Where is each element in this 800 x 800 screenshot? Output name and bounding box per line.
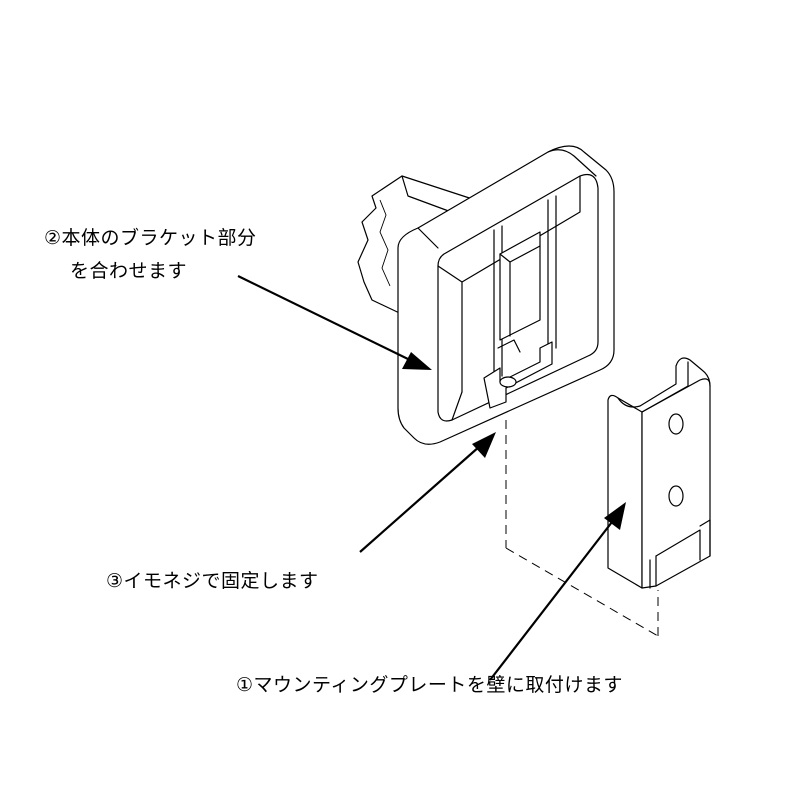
step2-label-line1: ②本体のブラケット部分 <box>44 227 257 249</box>
device-body <box>357 145 615 445</box>
mounting-plate <box>607 357 711 589</box>
arrow-step2 <box>237 275 411 361</box>
step3-label: ③イモネジで固定します <box>106 570 319 592</box>
set-screw <box>499 376 517 388</box>
mounting-plate-flange-left <box>607 394 643 589</box>
arrow-step3 <box>359 445 481 553</box>
step2-label-line2: を合わせます <box>70 260 188 282</box>
alignment-guides <box>505 420 659 637</box>
leader-arrows <box>237 275 626 681</box>
mounting-hole-upper <box>668 413 684 435</box>
mounting-hole-lower <box>668 485 684 507</box>
step1-label: ①マウンティングプレートを壁に取付けます <box>236 674 623 696</box>
bracket-tab <box>483 341 553 409</box>
arrow-step1 <box>489 521 613 681</box>
